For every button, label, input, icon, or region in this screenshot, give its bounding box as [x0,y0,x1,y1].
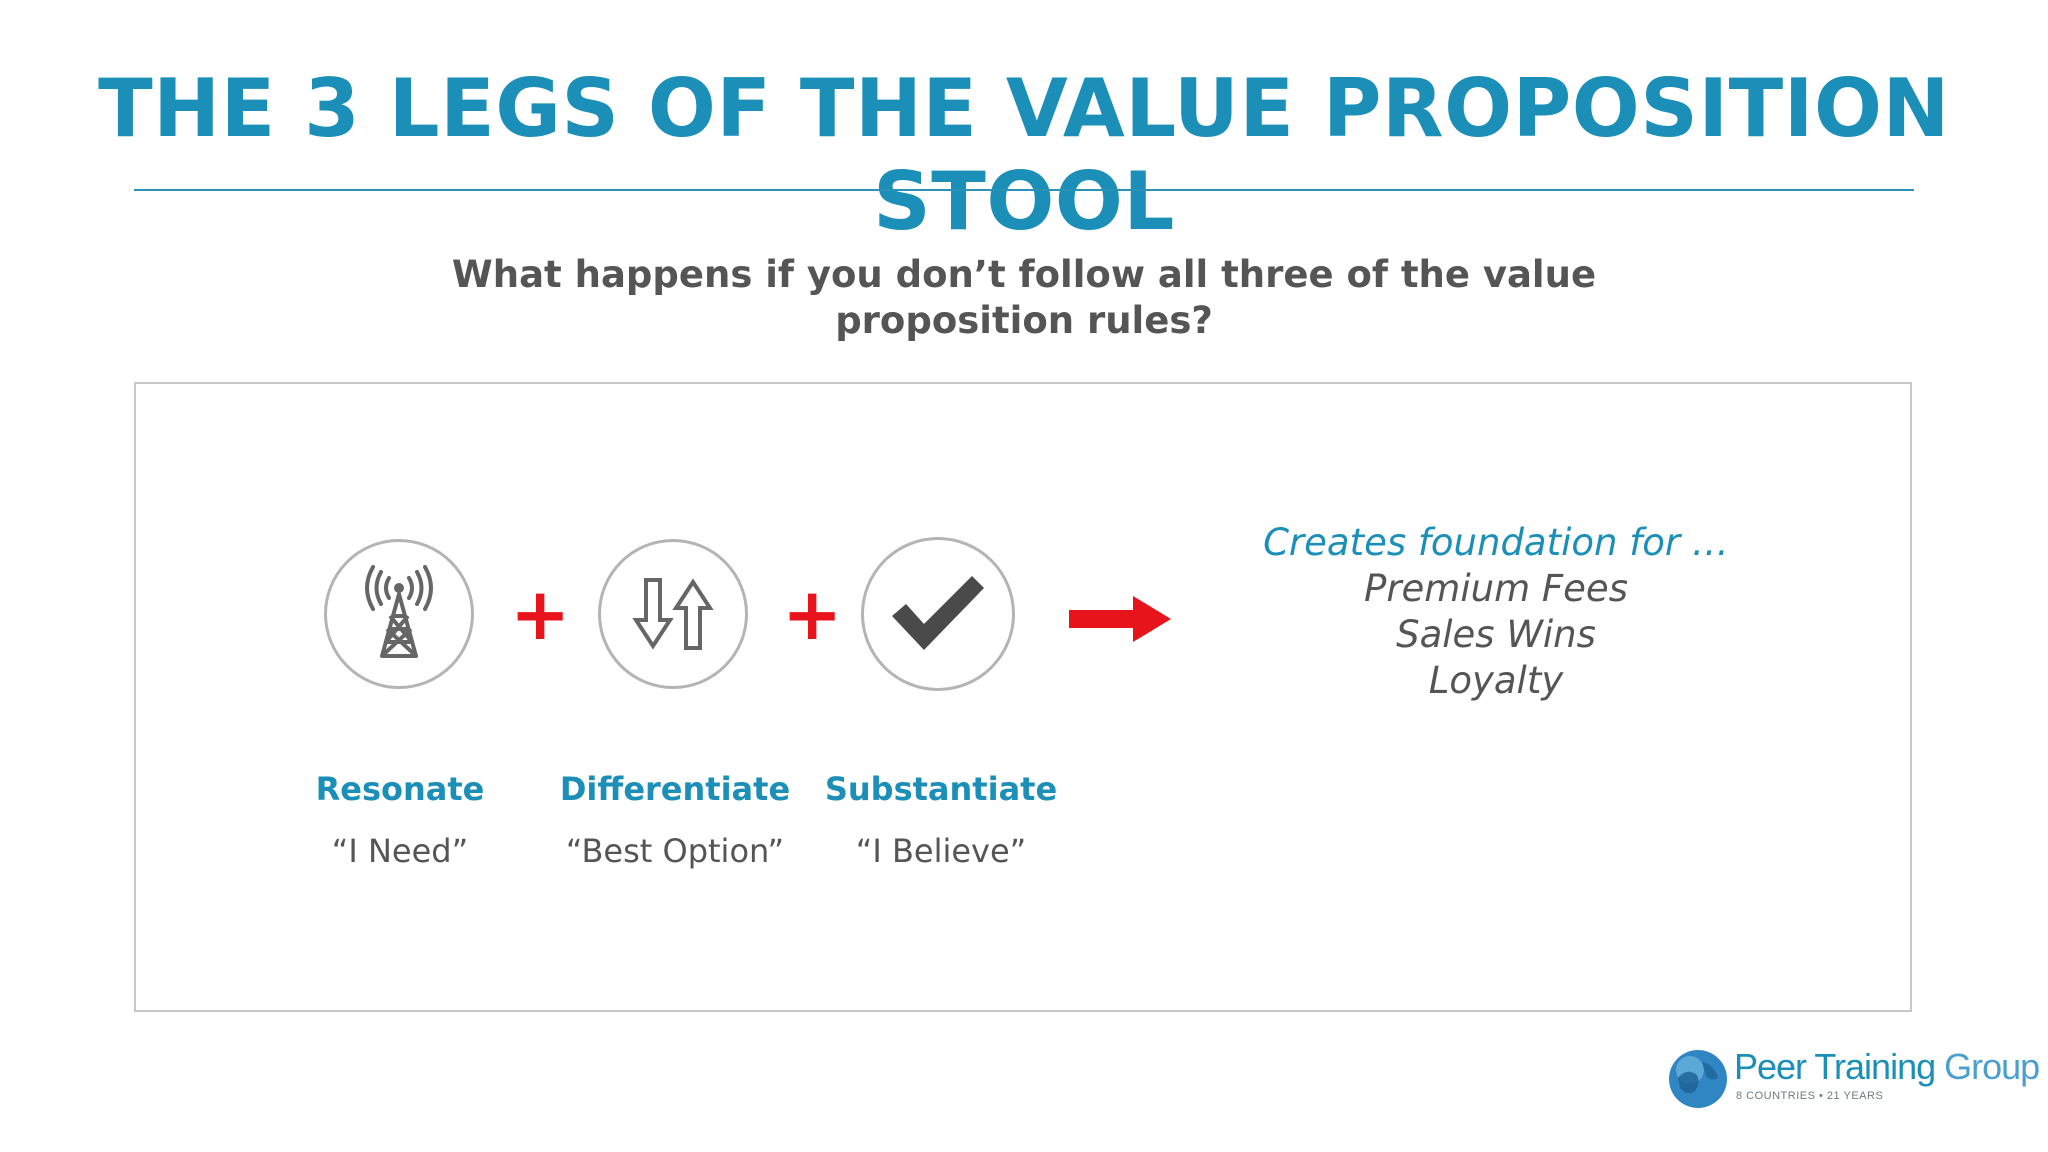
leg-name-substantiate: Substantiate [824,770,1058,808]
title-divider [134,189,1914,191]
result-lead: Creates foundation for … [1263,521,1729,564]
result-item-sales-wins: Sales Wins [1396,613,1596,656]
slide-title: THE 3 LEGS OF THE VALUE PROPOSITION STOO… [98,62,1950,248]
result-list: Creates foundation for … Premium Fees Sa… [1196,520,1796,704]
leg-name-resonate: Resonate [315,770,485,808]
up-down-arrows-icon [632,578,714,650]
company-logo: Peer Training Group 8 COUNTRIES • 21 YEA… [1668,1046,2040,1116]
leg-quote-resonate: “I Need” [331,832,469,870]
substantiate-circle [861,537,1015,691]
question-line-1: What happens if you don’t follow all thr… [451,253,1597,296]
differentiate-circle [598,539,748,689]
slide-question: What happens if you don’t follow all thr… [424,252,1624,344]
logo-name: Peer Training Group [1734,1046,2040,1088]
checkmark-icon [892,576,984,650]
logo-name-part2: Group [1935,1046,2040,1087]
antenna-tower-icon [365,565,433,658]
plus-sign-2: + [782,572,843,656]
leg-name-differentiate: Differentiate [559,770,791,808]
logo-name-part1: Peer Training [1734,1046,1936,1087]
globe-icon [1669,1050,1727,1108]
question-line-2: proposition rules? [835,299,1213,342]
content-panel [134,382,1912,1012]
result-item-loyalty: Loyalty [1428,659,1564,702]
result-item-premium-fees: Premium Fees [1364,567,1628,610]
red-arrow-icon [1069,596,1171,642]
plus-sign-1: + [510,572,571,656]
leg-quote-substantiate: “I Believe” [855,832,1027,870]
resonate-circle [324,539,474,689]
leg-quote-differentiate: “Best Option” [565,832,785,870]
logo-tagline: 8 COUNTRIES • 21 YEARS [1736,1090,1884,1102]
